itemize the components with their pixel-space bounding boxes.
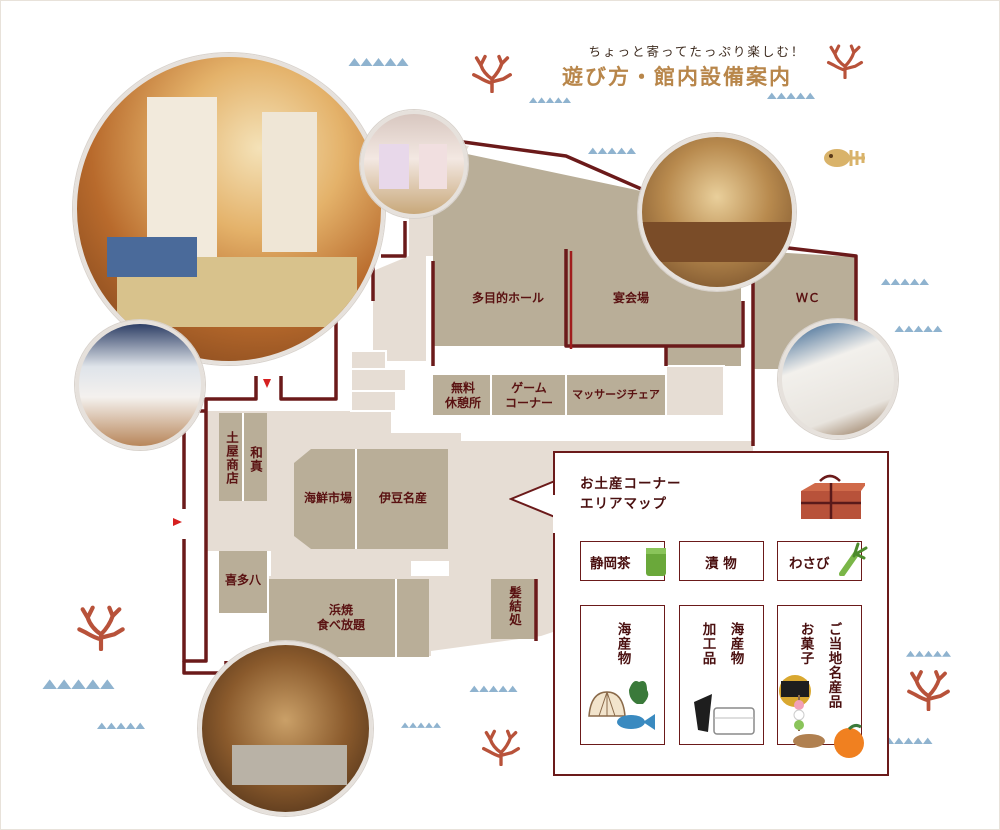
- room-izu-specialty: 伊豆名産: [378, 491, 427, 505]
- photo-game-corner: [360, 110, 468, 218]
- tile-local-specialty-label: ご当地名産品: [825, 622, 842, 709]
- page-subtitle: ちょっと寄ってたっぷり楽しむ！: [588, 44, 806, 59]
- room-wc: ＷＣ: [795, 291, 820, 305]
- entrance-arrow-icon: [263, 379, 271, 388]
- tile-pickles-label: 漬 物: [705, 556, 737, 572]
- entrance-arrow-icon: [173, 518, 182, 526]
- room-massage-chair: マッサージチェア: [572, 388, 660, 401]
- tile-pickles: 漬 物: [679, 541, 764, 581]
- page-title: 遊び方・館内設備案内: [562, 65, 792, 89]
- souvenir-box-icon: [801, 474, 865, 519]
- room-hair-salon: 髪結処: [507, 586, 522, 627]
- tile-seafood: 海産物: [580, 605, 665, 745]
- photo-grill-buffet: [198, 641, 373, 816]
- souvenir-area-map-panel: お土産コーナー エリアマップ 静岡茶 漬 物 わさび: [553, 451, 889, 776]
- tile-seafood-label: 海産物: [614, 622, 631, 666]
- shell-fish-icon: [588, 681, 655, 730]
- room-seafood-market: 海鮮市場: [303, 491, 352, 505]
- tile-sweets-label: お菓子: [797, 622, 814, 666]
- room-banquet-hall: 宴会場: [612, 291, 649, 305]
- room-kitahachi: 喜多八: [224, 573, 261, 587]
- tile-wasabi-label: わさび: [789, 556, 830, 572]
- dango-sweets-icon: [779, 675, 825, 748]
- fish-bone-icon: [824, 149, 865, 167]
- orange-icon: [834, 723, 864, 758]
- tile-local-specialty-sweets: ご当地名産品 お菓子: [777, 605, 862, 745]
- tile-wasabi: わさび: [777, 541, 868, 581]
- area-map-title-line1: お土産コーナー: [580, 476, 682, 492]
- photo-banquet-hall: [638, 133, 796, 291]
- light-blocks: [350, 350, 725, 417]
- dried-fish-icon: [694, 694, 755, 735]
- tile-seafood-processed-col2: 海産物: [727, 622, 744, 666]
- room-hamayaki-buffet: 浜焼 食べ放題: [316, 603, 365, 632]
- room-tsuchiya-shop: 土屋商店: [224, 431, 239, 485]
- tile-seafood-processed: 加工品 海産物: [679, 605, 764, 745]
- room-multipurpose-hall: 多目的ホール: [471, 291, 544, 305]
- photo-restaurant-counter: [75, 320, 205, 450]
- tea-cup-icon: [646, 548, 666, 576]
- room-dividers: [242, 375, 567, 657]
- area-map-title: お土産コーナー エリアマップ: [580, 475, 682, 514]
- room-game-corner: ゲーム コーナー: [504, 381, 553, 410]
- room-free-rest-area: 無料 休憩所: [444, 381, 481, 410]
- room-wama: 和真: [248, 446, 263, 473]
- photo-souvenir-shop: [73, 53, 385, 365]
- tile-seafood-processed-col1: 加工品: [699, 622, 716, 666]
- area-map-title-line2: エリアマップ: [580, 495, 667, 512]
- tile-shizuoka-tea: 静岡茶: [580, 541, 666, 581]
- tile-shizuoka-tea-label: 静岡茶: [590, 556, 631, 572]
- wasabi-icon: [839, 542, 868, 576]
- photo-mural-wall: [778, 319, 898, 439]
- panel-callout-pointer: [509, 479, 556, 519]
